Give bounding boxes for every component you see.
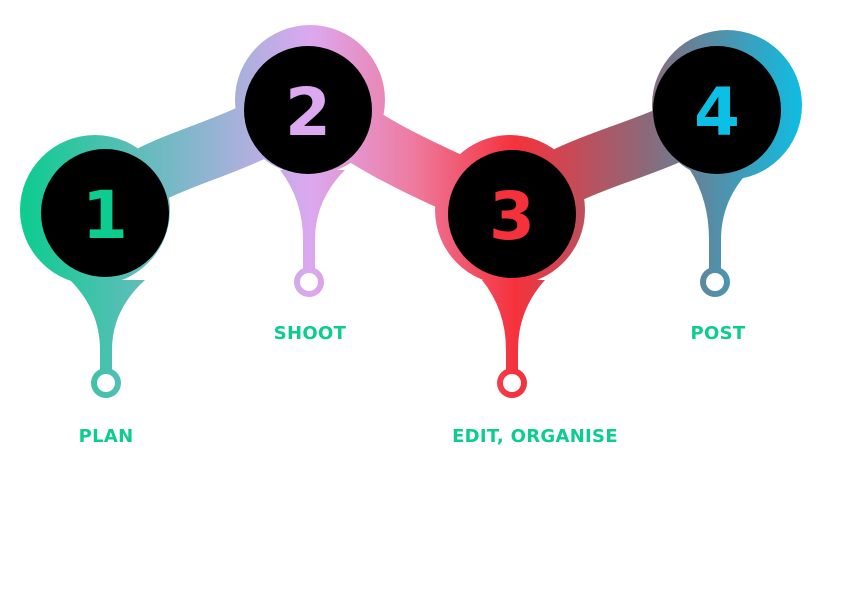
step-1-badge [41,149,169,277]
step-3-badge [448,150,576,278]
step-2-number: 2 [285,74,331,151]
step-3-label: EDIT, ORGANISE [452,426,618,447]
step-4-number: 4 [694,74,740,151]
step-3-stem [482,280,545,372]
step-2-label: SHOOT [273,323,347,344]
step-1-label: PLAN [78,426,134,447]
step-2-stem [280,170,345,272]
step-4-badge [653,46,781,174]
step-3-number: 3 [489,178,535,255]
step-4-stem [690,170,750,272]
step-1-number: 1 [82,177,128,254]
step-4-label: POST [690,323,746,344]
step-1-stem [70,280,145,372]
connector-band [66,64,754,244]
step-2-badge [244,46,372,174]
